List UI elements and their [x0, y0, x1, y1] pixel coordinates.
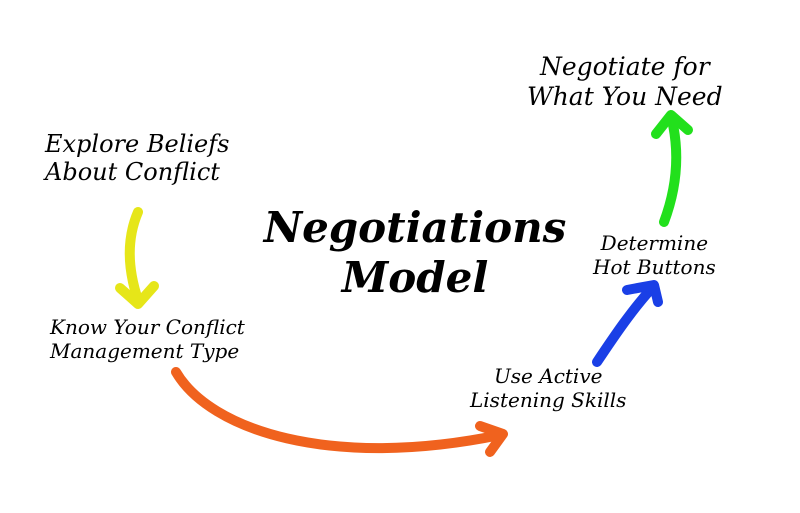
step-know-line-2: Management Type: [50, 338, 240, 363]
step-hot-buttons: Determine Hot Buttons: [593, 231, 716, 279]
step-hot-line-2: Hot Buttons: [593, 254, 716, 279]
step-know-conflict-type: Know Your Conflict Management Type: [50, 315, 245, 363]
step-explore-line-2: About Conflict: [45, 158, 220, 187]
step-negotiate-line-2: What You Need: [527, 81, 723, 111]
arrow-hot-to-negotiate: [651, 110, 693, 227]
step-explore-beliefs: Explore Beliefs About Conflict: [45, 130, 229, 187]
step-listen-line-1: Use Active: [493, 364, 603, 388]
step-explore-line-1: Explore Beliefs: [45, 130, 230, 158]
step-know-line-1: Know Your Conflict: [50, 315, 245, 339]
arrow-explore-to-know: [115, 207, 159, 309]
step-hot-line-1: Determine: [600, 231, 709, 255]
step-negotiate-needs: Negotiate for What You Need: [527, 52, 723, 111]
title-line-2: Model: [341, 253, 489, 303]
arrow-know-to-listen: [171, 367, 508, 457]
title-line-1: Negotiations: [263, 203, 567, 252]
step-active-listening: Use Active Listening Skills: [470, 364, 627, 412]
arrow-listen-to-hot: [592, 280, 663, 367]
step-listen-line-2: Listening Skills: [470, 387, 627, 412]
step-negotiate-line-1: Negotiate for: [539, 52, 710, 81]
diagram-title: Negotiations Model: [245, 203, 585, 304]
